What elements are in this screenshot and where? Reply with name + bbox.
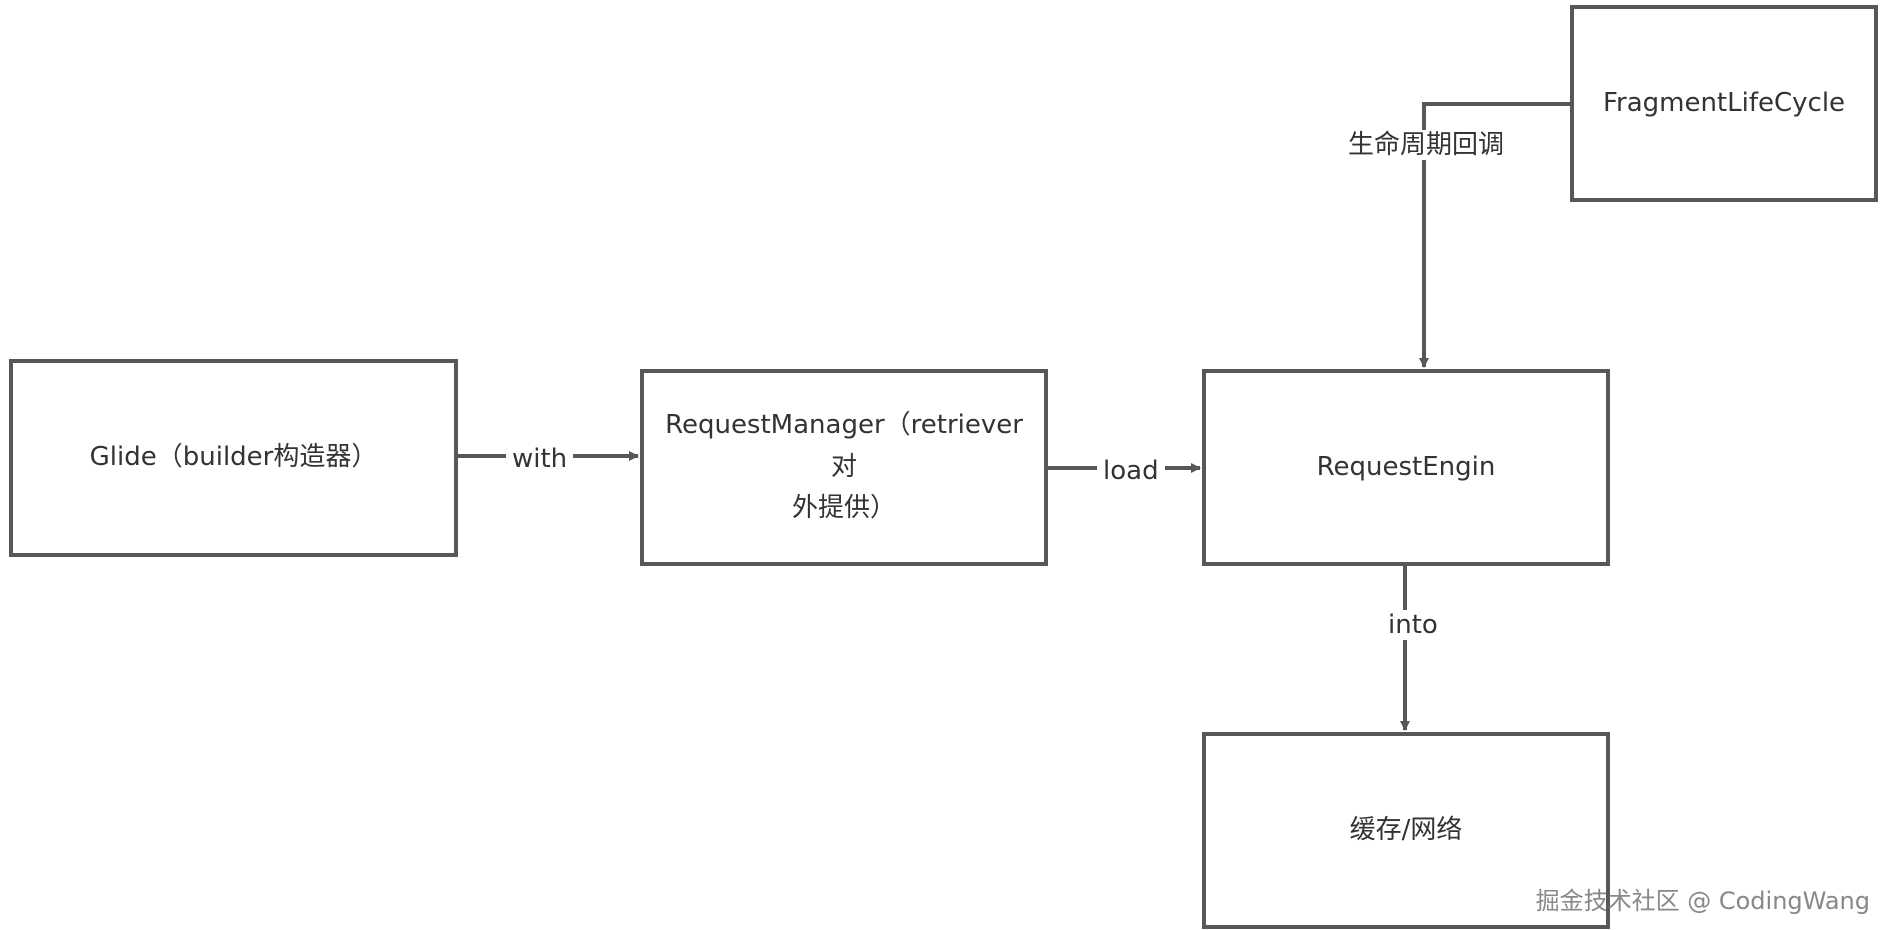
request-manager-label-line1: RequestManager（retriever对 xyxy=(665,410,1023,482)
glide-node: Glide（builder构造器） xyxy=(9,359,458,557)
fragment-lifecycle-node: FragmentLifeCycle xyxy=(1570,5,1878,202)
fragment-lifecycle-node-label: FragmentLifeCycle xyxy=(1602,87,1846,118)
glide-node-label: Glide（builder构造器） xyxy=(89,442,378,473)
cache-network-node-label: 缓存/网络 xyxy=(1349,814,1463,845)
cache-network-node: 缓存/网络 xyxy=(1202,732,1610,929)
request-manager-label-line2: 外提供） xyxy=(791,493,896,524)
edge-lifecycle-line xyxy=(1419,102,1570,368)
request-manager-node: RequestManager（retriever对 外提供） xyxy=(640,369,1048,566)
edge-with-label: with xyxy=(506,444,574,474)
request-engin-node-label: RequestEngin xyxy=(1316,451,1496,482)
watermark: 掘金技术社区 @ CodingWang xyxy=(1535,887,1870,915)
edge-load-label: load xyxy=(1097,456,1165,486)
request-engin-node: RequestEngin xyxy=(1202,369,1610,566)
edge-into-label: into xyxy=(1382,610,1444,640)
edge-lifecycle-label: 生命周期回调 xyxy=(1342,130,1511,160)
request-manager-node-label: RequestManager（retriever对 外提供） xyxy=(658,405,1030,530)
